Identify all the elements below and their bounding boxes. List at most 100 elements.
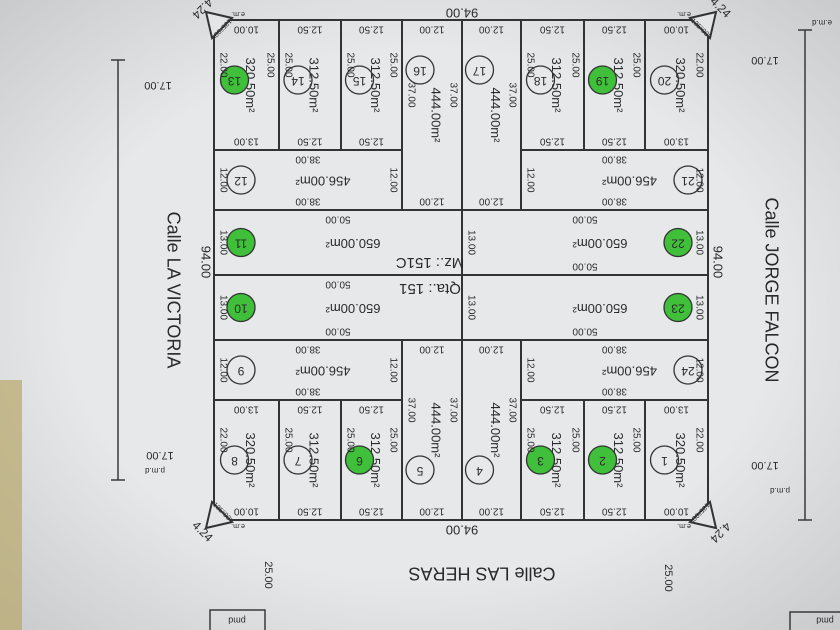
lot-number: 7 <box>294 454 301 468</box>
lot-area: 650.00m² <box>572 236 628 251</box>
dimension-left: 22.00 <box>217 427 228 452</box>
dimension-right: 12.00 <box>693 167 704 192</box>
dimension-top: 50.00 <box>325 278 350 289</box>
dimension-right: 12.00 <box>387 357 398 382</box>
dimension-top: 12.00 <box>479 23 504 34</box>
manzana-label: Mz.: 151C <box>396 254 465 271</box>
dimension-top: 13.00 <box>664 403 689 414</box>
lot-area: 456.00m² <box>601 174 657 189</box>
lot-marker-filled <box>525 445 556 475</box>
dimension-top: 13.00 <box>234 403 259 414</box>
dimension-left: 13.00 <box>217 295 228 320</box>
dimension-left: 13.00 <box>217 230 228 255</box>
corner-chamfer <box>688 10 718 40</box>
dimension-bottom: 50.00 <box>572 260 597 271</box>
dimension-right: 13.00 <box>693 230 704 255</box>
dimension-right: 25.00 <box>630 52 641 77</box>
lot-number: 24 <box>681 364 695 378</box>
dimension-bottom: 12.50 <box>359 505 384 516</box>
dimension-top: 12.00 <box>419 343 444 354</box>
lot-number: 2 <box>599 454 606 468</box>
lot-number: 4 <box>476 464 483 478</box>
dimension-right: 13.00 <box>693 295 704 320</box>
dimension-right: 25.00 <box>387 427 398 452</box>
dimension-top: 50.00 <box>572 213 597 224</box>
dimension-bottom: 38.00 <box>602 385 627 396</box>
dimension-top: 38.00 <box>602 343 627 354</box>
corner-mark-label: e.m. <box>677 522 691 529</box>
street-jorge-falcon: Calle JORGE FALCON <box>761 197 781 382</box>
lot-marker <box>673 165 703 195</box>
street-width-label: 25.00 <box>262 561 274 589</box>
lot-area: 320.50m² <box>673 433 688 489</box>
dimension-left: 22.00 <box>217 52 228 77</box>
lot-1[interactable]: 320.50m² 1 13.00 10.00 22.00 <box>644 399 709 521</box>
dimension-bottom: 12.50 <box>359 135 384 146</box>
lot-marker <box>226 165 256 195</box>
dimension-top: 50.00 <box>325 213 350 224</box>
lot-marker-filled <box>587 65 618 95</box>
block-length-top: 94.00 <box>446 6 479 21</box>
dimension-bottom: 13.00 <box>234 135 259 146</box>
lot-marker-filled <box>663 227 693 258</box>
lot-area: 312.50m² <box>368 433 383 489</box>
lot-area: 312.50m² <box>307 58 322 114</box>
lot-marker <box>464 455 495 485</box>
dimension-left: 25.00 <box>344 52 355 77</box>
lot-number: 17 <box>473 64 487 78</box>
lot-number: 1 <box>661 454 668 468</box>
pmd-box-label: pmd <box>228 616 246 626</box>
dimension-top: 12.50 <box>297 23 322 34</box>
pmd-label: p.m.d <box>145 466 165 475</box>
lot-marker <box>283 65 313 95</box>
lot-number: 14 <box>291 74 305 88</box>
dimension-top: 12.50 <box>297 403 322 414</box>
dimension-left: 25.00 <box>282 52 293 77</box>
dimension-left: 12.00 <box>217 167 228 192</box>
dimension-bottom: 12.00 <box>479 195 504 206</box>
dimension-bottom: 50.00 <box>572 325 597 336</box>
lot-number: 8 <box>231 454 238 468</box>
lot-number: 5 <box>416 464 423 478</box>
street-width-label: 17.00 <box>751 459 779 471</box>
dimension-left: 12.00 <box>524 167 535 192</box>
lot-area: 312.50m² <box>549 433 564 489</box>
lot-marker <box>649 445 680 475</box>
street-width-label: 25.00 <box>662 564 674 592</box>
dimension-right: 22.00 <box>693 427 704 452</box>
margin-lines <box>111 29 840 630</box>
dimension-right: 25.00 <box>630 427 641 452</box>
dimension-bottom: 12.00 <box>419 505 444 516</box>
dimension-bottom: 38.00 <box>295 195 320 206</box>
corner-chamfer <box>204 500 234 530</box>
dimension-right: 37.00 <box>506 82 517 107</box>
lot-number: 6 <box>356 454 363 468</box>
block-length-right: 94.00 <box>711 246 726 279</box>
block-length-bottom: 94.00 <box>446 523 479 538</box>
lot-number: 23 <box>671 301 685 315</box>
dimension-top: 10.00 <box>234 23 259 34</box>
lot-number: 12 <box>234 174 248 188</box>
pmd-label: p.m.d <box>770 486 790 495</box>
lot-number: 13 <box>228 74 242 88</box>
lot-number: 10 <box>234 301 248 315</box>
lot-marker <box>649 65 680 95</box>
lot-number: 9 <box>237 364 244 378</box>
lot-marker <box>344 65 375 95</box>
dimension-top: 12.50 <box>359 23 384 34</box>
lot-area: 312.50m² <box>611 433 626 489</box>
lot-boundary <box>644 399 709 521</box>
dimension-top: 12.50 <box>359 403 384 414</box>
dimension-left: 12.00 <box>524 357 535 382</box>
dimension-bottom: 10.00 <box>664 505 689 516</box>
corner-chamfer <box>688 500 718 530</box>
lot-number: 16 <box>413 64 427 78</box>
